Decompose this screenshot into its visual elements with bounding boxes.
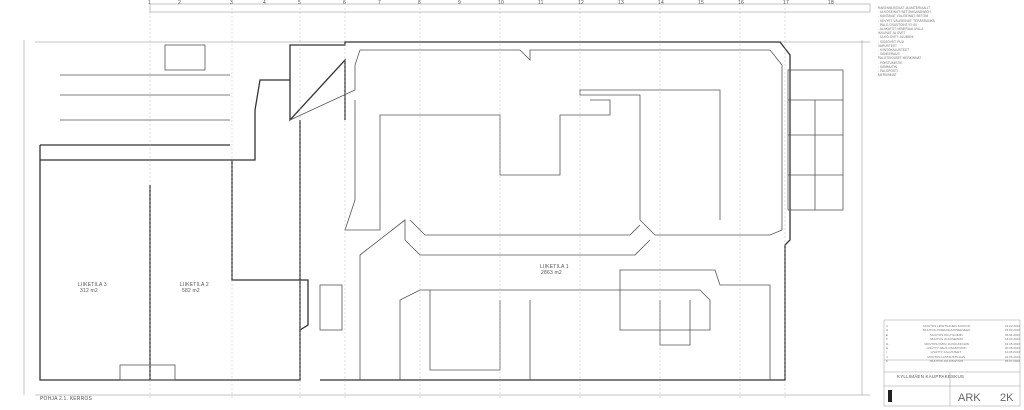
plan-title: POHJA 2.1. KERROS	[40, 396, 93, 402]
revision-date: 18.04.2016	[1004, 337, 1020, 342]
grid-number: 16	[738, 0, 744, 6]
grid-number: 12	[578, 0, 584, 6]
revision-date: 10.06.2016	[1004, 350, 1020, 355]
revision-row: D MUUTOS PORRASHUONEESEEN 23.03.2016	[886, 328, 1020, 332]
revision-code: J	[886, 354, 888, 359]
note-line: - KEVYET VÄLISEINÄT: TERÄSRANKA	[878, 18, 935, 23]
note-line: MERKINNÄT	[878, 73, 897, 78]
revision-text: MUUTOS LASTAUSTILAAN	[927, 354, 966, 359]
note-line: - ULKO-OVET: ALUMIINI	[878, 35, 914, 40]
revision-row: J MUUTOS LASTAUSTILAAN 22.06.2016	[886, 355, 1020, 359]
space-area-liiketila-2: 582 m2	[182, 288, 200, 294]
revision-text: MUUTOS PORRASHUONEESEEN	[922, 328, 971, 333]
revision-date: 20.05.2016	[1004, 346, 1020, 351]
note-line: - SISÄOVET: PUU	[878, 39, 905, 44]
note-line: - KIINTOKALUSTEET	[878, 48, 910, 53]
revision-text: LISÄTTY PALO-OSASTOINTI	[926, 346, 967, 351]
space-name-liiketila-3: LIIKETILA 3	[78, 282, 107, 288]
grid-number: 6	[343, 0, 346, 6]
grid-number: 10	[498, 0, 504, 6]
grid-number: 7	[378, 0, 381, 6]
revision-row: H LISÄTTY PALO-OSASTOINTI 20.05.2016	[886, 346, 1020, 350]
revision-code: F	[886, 337, 888, 342]
revision-code: C	[886, 324, 889, 328]
revision-row: F MUUTOS ULKOSEINIIN 18.04.2016	[886, 337, 1020, 341]
note-line: RAKENNUSOSAT JA MATERIAALIT	[878, 6, 931, 10]
project-name: KYLLIMÄEN KAUPPAKESKUS	[897, 374, 965, 379]
revision-text: MUUTOS JULKISIVUUN	[929, 359, 964, 364]
revision-text: MUUTOS ULKOSEINIIN	[930, 337, 963, 342]
grid-number: 8	[418, 0, 421, 6]
note-line: - POISTUMISTIE	[878, 60, 903, 65]
grid-number: 14	[658, 0, 664, 6]
general-notes: RAKENNUSOSAT JA MATERIAALIT- ULKOSEINÄT:…	[878, 6, 1018, 77]
revision-date: 22.06.2016	[1004, 354, 1020, 359]
revision-text: LISÄTTY KALUSTEET	[930, 350, 962, 355]
revision-date: 02.05.2016	[1004, 341, 1020, 346]
building-outline	[39, 41, 791, 381]
revision-row: K MUUTOS JULKISIVUUN 05.07.2016	[886, 359, 1020, 363]
space-name-liiketila-2: LIIKETILA 2	[180, 282, 209, 288]
revision-code: E	[886, 332, 889, 337]
grid-number: 1	[148, 0, 151, 6]
grid-number: 9	[458, 0, 461, 6]
note-line: - ULKOSEINÄT: BETONISANDWICH	[878, 10, 931, 15]
grid-lines	[149, 8, 786, 400]
note-line: - ALAKATOT: MINERAALIVILLA	[878, 27, 924, 32]
title-block	[883, 319, 1021, 407]
revision-row: C MUUTOS LIIKETILOJEN JAKOON 23.02.2016	[886, 324, 1020, 328]
grid-number: 5	[298, 0, 301, 6]
note-line: IKKUNAT JA OVET	[878, 31, 906, 36]
note-line: - KANTAVAT VÄLISEINÄT: BETONI	[878, 14, 929, 19]
note-line: - PALO-OSASTOINTI EI 60	[878, 22, 917, 27]
discipline-code: ARK	[958, 392, 981, 404]
revision-text: MUUTOS WC-TILOIHIN	[930, 332, 963, 337]
revision-date: 23.02.2016	[1004, 324, 1020, 328]
revision-code: G	[886, 341, 889, 346]
inner-walls	[60, 44, 844, 381]
grid-number: 15	[698, 0, 704, 6]
revision-date: 05.07.2016	[1004, 359, 1020, 364]
note-line: - PALOPOSTI	[878, 69, 898, 74]
architect-logo	[888, 390, 892, 402]
grid-number: 2	[178, 0, 181, 6]
grid-number: 17	[783, 0, 789, 6]
revision-text: MUUTOS OVIIN JA IKKUNOIHIN	[924, 341, 969, 346]
revision-code: 2K	[1000, 392, 1014, 404]
revision-code: K	[886, 359, 889, 364]
revision-row: I LISÄTTY KALUSTEET 10.06.2016	[886, 350, 1020, 354]
grid-number: 11	[538, 0, 544, 6]
note-line: PALOTEKNISET MERKINNÄT	[878, 56, 922, 61]
revision-date: 23.03.2016	[1004, 328, 1020, 333]
revision-row: E MUUTOS WC-TILOIHIN 05.04.2016	[886, 333, 1020, 337]
revision-code: I	[886, 350, 887, 355]
note-line: - SANEERAUS	[878, 52, 900, 57]
note-line: - SAMMUTIN	[878, 64, 897, 69]
space-area-liiketila-1: 2863 m2	[541, 270, 562, 276]
grid-number: 18	[828, 0, 834, 6]
revision-row: G MUUTOS OVIIN JA IKKUNOIHIN 02.05.2016	[886, 342, 1020, 346]
grid-number: 4	[263, 0, 266, 6]
grid-number: 13	[618, 0, 624, 6]
space-name-liiketila-1: LIIKETILA 1	[540, 264, 569, 270]
grid-number: 3	[230, 0, 233, 6]
note-line: VARUSTEET	[878, 43, 897, 48]
space-area-liiketila-3: 312 m2	[80, 288, 98, 294]
top-dimension-line	[149, 3, 871, 13]
revision-code: D	[886, 328, 889, 333]
revision-date: 05.04.2016	[1004, 332, 1020, 337]
revision-text: MUUTOS LIIKETILOJEN JAKOON	[923, 324, 970, 328]
revision-code: H	[886, 346, 889, 351]
